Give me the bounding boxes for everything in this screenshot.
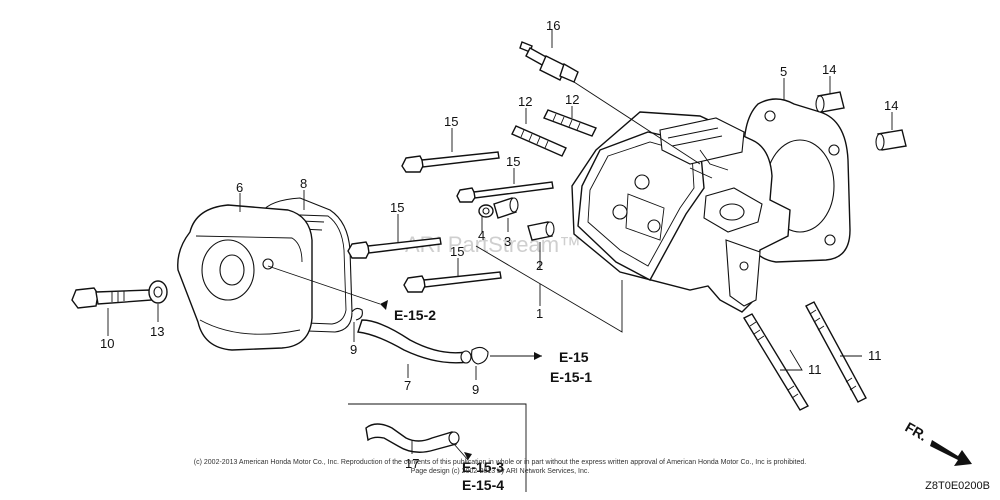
part-15-bolt-middle (456, 181, 554, 203)
label-part-14-right[interactable]: 14 (884, 98, 898, 113)
label-part-15-middle[interactable]: 15 (506, 154, 520, 169)
copyright-line-1: (c) 2002-2013 American Honda Motor Co., … (193, 459, 807, 466)
label-part-16[interactable]: 16 (546, 18, 560, 33)
part-15-bolt-lower (403, 271, 502, 293)
label-part-12-right[interactable]: 12 (565, 92, 579, 107)
ref-e15[interactable]: E-15 (559, 349, 589, 365)
part-7-breather-tube (357, 319, 472, 364)
label-part-3[interactable]: 3 (504, 234, 511, 249)
label-part-1[interactable]: 1 (536, 306, 543, 321)
label-part-15-top[interactable]: 15 (444, 114, 458, 129)
copyright-notice: (c) 2002-2013 American Honda Motor Co., … (0, 458, 1000, 476)
label-part-11-left[interactable]: 11 (808, 362, 822, 377)
part-17-inset-box (348, 403, 527, 492)
label-part-12-left[interactable]: 12 (518, 94, 532, 109)
ref-e15-1[interactable]: E-15-1 (550, 369, 592, 385)
label-part-10[interactable]: 10 (100, 336, 114, 351)
part-3-dowel-pin (493, 197, 519, 219)
label-part-4[interactable]: 4 (478, 228, 485, 243)
part-4-dowel-ring (478, 204, 494, 218)
part-1-cylinder-head-assembly (571, 111, 791, 313)
label-part-6[interactable]: 6 (236, 180, 243, 195)
part-6-head-cover (177, 204, 313, 351)
reference-arrows (380, 300, 542, 460)
leader-lines (107, 30, 893, 461)
part-12-stud-bolt-lower (511, 125, 567, 157)
part-17-breather-tube (365, 423, 460, 453)
ref-e15-4[interactable]: E-15-4 (462, 477, 504, 493)
ref-e15-2[interactable]: E-15-2 (394, 307, 436, 323)
part-9-tube-clip-upper (351, 307, 363, 321)
ref-e15-3[interactable]: E-15-3 (462, 459, 504, 475)
label-part-11-right[interactable]: 11 (868, 348, 882, 363)
label-part-17[interactable]: 17 (405, 456, 419, 471)
part-15-bolt-top (401, 151, 500, 173)
label-part-2[interactable]: 2 (536, 258, 543, 273)
label-part-9-upper[interactable]: 9 (350, 342, 357, 357)
label-part-9-lower[interactable]: 9 (472, 382, 479, 397)
part-12-stud-bolt-upper (543, 109, 597, 137)
part-9-tube-clip-lower (471, 346, 489, 365)
part-16-spark-plug (519, 41, 579, 83)
label-part-7[interactable]: 7 (404, 378, 411, 393)
part-11-stud-bolt-left (743, 313, 809, 411)
front-arrow-icon (930, 440, 972, 466)
label-part-13[interactable]: 13 (150, 324, 164, 339)
label-part-15-left[interactable]: 15 (390, 200, 404, 215)
part-15-bolt-left (347, 237, 442, 259)
diagram-code: Z8T0E0200B (925, 480, 990, 492)
label-part-15-lower[interactable]: 15 (450, 244, 464, 259)
part-10-bolt (71, 287, 153, 309)
label-part-14-left[interactable]: 14 (822, 62, 836, 77)
label-part-8[interactable]: 8 (300, 176, 307, 191)
copyright-line-2: Page design (c) 2002-2013 by ARI Network… (410, 468, 590, 475)
part-2-dowel-pin (527, 221, 555, 241)
part-14-dowel-pin-right (875, 129, 907, 151)
part-13-washer (148, 280, 168, 304)
part-14-dowel-pin-left (815, 91, 845, 113)
part-11-stud-bolt-right (805, 301, 867, 403)
front-label: FR. (903, 419, 931, 444)
label-part-5[interactable]: 5 (780, 64, 787, 79)
